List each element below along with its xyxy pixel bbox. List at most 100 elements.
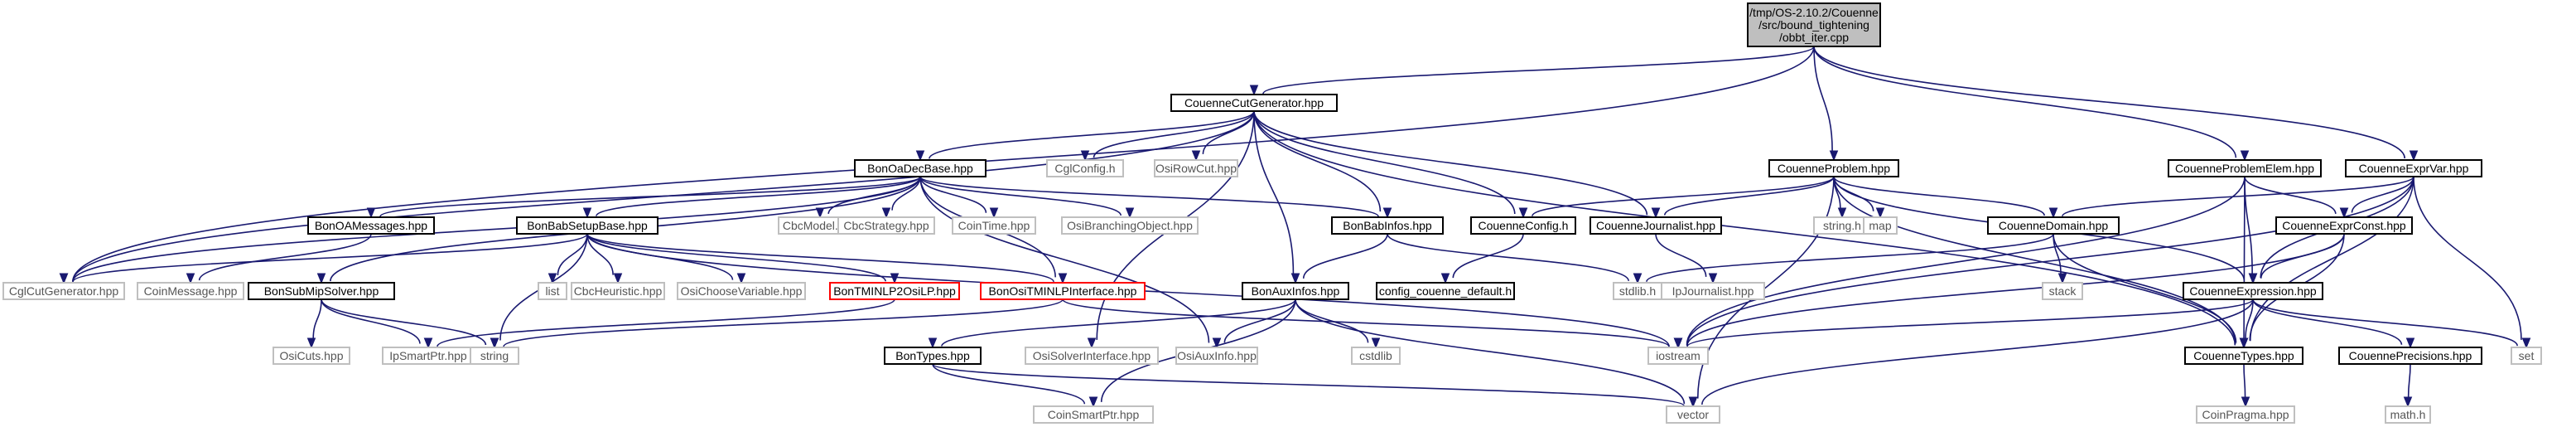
node-ipjournalist-hpp: IpJournalist.hpp [1661,282,1765,300]
edge-line [2062,176,2414,217]
node-bonbabsetupbase-hpp[interactable]: BonBabSetupBase.hpp [516,216,658,235]
node-couenneexpression-hpp[interactable]: CouenneExpression.hpp [2183,282,2323,300]
node-box [2385,405,2431,424]
edge-n1-n7 [1191,110,1255,162]
edge-n19-n31 [2053,233,2067,284]
edge-line [929,110,1255,159]
edge-line [437,298,895,347]
edge-n26-n36 [423,298,895,349]
edge-line [932,363,1086,405]
node-couenneproblem-hpp[interactable]: CouenneProblem.hpp [1768,159,1899,177]
edge-arrowhead [2239,337,2249,349]
edge-arrowhead [1440,273,1450,284]
node-label: IpSmartPtr.hpp [389,349,467,362]
edge-n27-n37 [490,298,1064,349]
node-list: list [538,282,567,300]
edge-arrowhead [613,273,623,284]
edge-arrowhead [548,273,557,284]
edge-line [503,298,1064,347]
node-couennedomain-hpp[interactable]: CouenneDomain.hpp [1987,216,2120,235]
node-bontypes-hpp[interactable]: BonTypes.hpp [884,347,982,365]
node-couennecutgenerator-hpp[interactable]: CouenneCutGenerator.hpp [1170,94,1338,112]
edge-n5-n14 [919,176,1392,219]
edge-n2-n15 [1518,176,1835,219]
node-bonositminlpinterface-hpp[interactable]: BonOsiTMINLPInterface.hpp [980,282,1146,300]
node-bonoamessages-hpp[interactable]: BonOAMessages.hpp [307,216,435,235]
node-label: CouenneProblem.hpp [1778,162,1890,175]
edge-n19-n29 [1633,233,2054,284]
edge-arrowhead [2405,337,2415,349]
node-bonsubmipsolver-hpp[interactable]: BonSubMipSolver.hpp [248,282,395,300]
node-bonoadecbase-hpp[interactable]: BonOaDecBase.hpp [854,159,987,177]
node-label: OsiCuts.hpp [279,349,343,362]
edge-line [1833,176,2236,344]
edge-n33-n35 [306,298,322,349]
edge-arrowhead [989,207,999,219]
edge-n20-n32 [2248,233,2345,284]
node-label: CouenneExprVar.hpp [2359,162,2469,175]
edge-arrowhead [2057,273,2067,284]
edge-line [919,176,1379,217]
node-couenneexprconst-hpp[interactable]: CouenneExprConst.hpp [2275,216,2413,235]
node-label: CouenneTypes.hpp [2193,349,2294,362]
edge-line [919,176,987,213]
edge-n43-n48 [2241,363,2250,408]
edge-arrowhead [881,207,891,219]
node-box [1061,216,1199,235]
node-string: string [470,347,519,365]
node-label: CouenneCutGenerator.hpp [1184,96,1324,109]
edge-n15-n28 [1440,233,1524,284]
edge-arrowhead [736,273,746,284]
edge-line [1253,110,1295,274]
node-couenneprecisions-hpp[interactable]: CouennePrecisions.hpp [2338,347,2482,365]
node-box [1666,405,1720,424]
node-bonbabinfos-hpp[interactable]: BonBabInfos.hpp [1331,216,1444,235]
edge-n2-n16 [1651,176,1835,219]
node-label: string.h [1823,219,1861,232]
node-config-couenne-default-h[interactable]: config_couenne_default.h [1376,282,1515,300]
node-label: CouenneExpression.hpp [2189,284,2317,298]
node-label: OsiBranchingObject.hpp [1067,219,1193,232]
node-osisolverinterface-hpp: OsiSolverInterface.hpp [1025,347,1159,365]
node-tmp-os-2-10-2-couenne-src-bound-tightening-obbt-iter-cpp[interactable]: /tmp/OS-2.10.2/Couenne/src/bound_tighten… [1747,2,1881,47]
node-box [2184,347,2303,365]
node-math-h: math.h [2385,405,2431,424]
edge-arrowhead [2403,396,2413,408]
edge-line [2053,233,2237,343]
node-box [2345,159,2482,177]
node-set: set [2511,347,2542,365]
edge-n1-n5 [915,110,1255,162]
node-stack: stack [2042,282,2083,300]
edge-arrowhead [815,207,825,219]
edge-line [2413,176,2522,340]
node-stdlib-h: stdlib.h [1613,282,1662,300]
edge-arrowhead [2409,150,2419,162]
node-label: /src/bound_tightening [1758,18,1869,32]
edge-n9-n24 [586,233,623,284]
edge-n2-n19 [1833,176,2058,219]
node-label: BonOsiTMINLPInterface.hpp [989,284,1137,298]
node-label: math.h [2390,408,2426,421]
edge-arrowhead [1191,150,1201,162]
edge-line [1093,110,1255,158]
node-couenneproblemelem-hpp[interactable]: CouenneProblemElem.hpp [2168,159,2322,177]
node-couennetypes-hpp[interactable]: CouenneTypes.hpp [2184,347,2303,365]
node-label: BonTMINLP2OsiLP.hpp [833,284,956,298]
edge-line [1813,46,1833,152]
edge-arrowhead [1651,207,1661,219]
node-couennejournalist-hpp[interactable]: CouenneJournalist.hpp [1589,216,1722,235]
node-couenneexprvar-hpp[interactable]: CouenneExprVar.hpp [2345,159,2482,177]
edge-line [379,176,921,217]
edge-n5-n13 [919,176,1135,219]
edge-n5-n9 [582,176,921,219]
edge-n4-n20 [2339,176,2414,219]
edge-line [2252,298,2403,346]
node-label: BonBabSetupBase.hpp [527,219,648,232]
node-label: /obbt_iter.cpp [1779,31,1849,44]
node-couenneconfig-h[interactable]: CouenneConfig.h [1470,216,1576,235]
node-label: OsiChooseVariable.hpp [681,284,803,298]
node-box [1170,94,1338,112]
node-bonauxinfos-hpp[interactable]: BonAuxInfos.hpp [1242,282,1349,300]
edge-line [1295,298,1686,405]
node-bontminlp2osilp-hpp[interactable]: BonTMINLP2OsiLP.hpp [829,282,960,300]
